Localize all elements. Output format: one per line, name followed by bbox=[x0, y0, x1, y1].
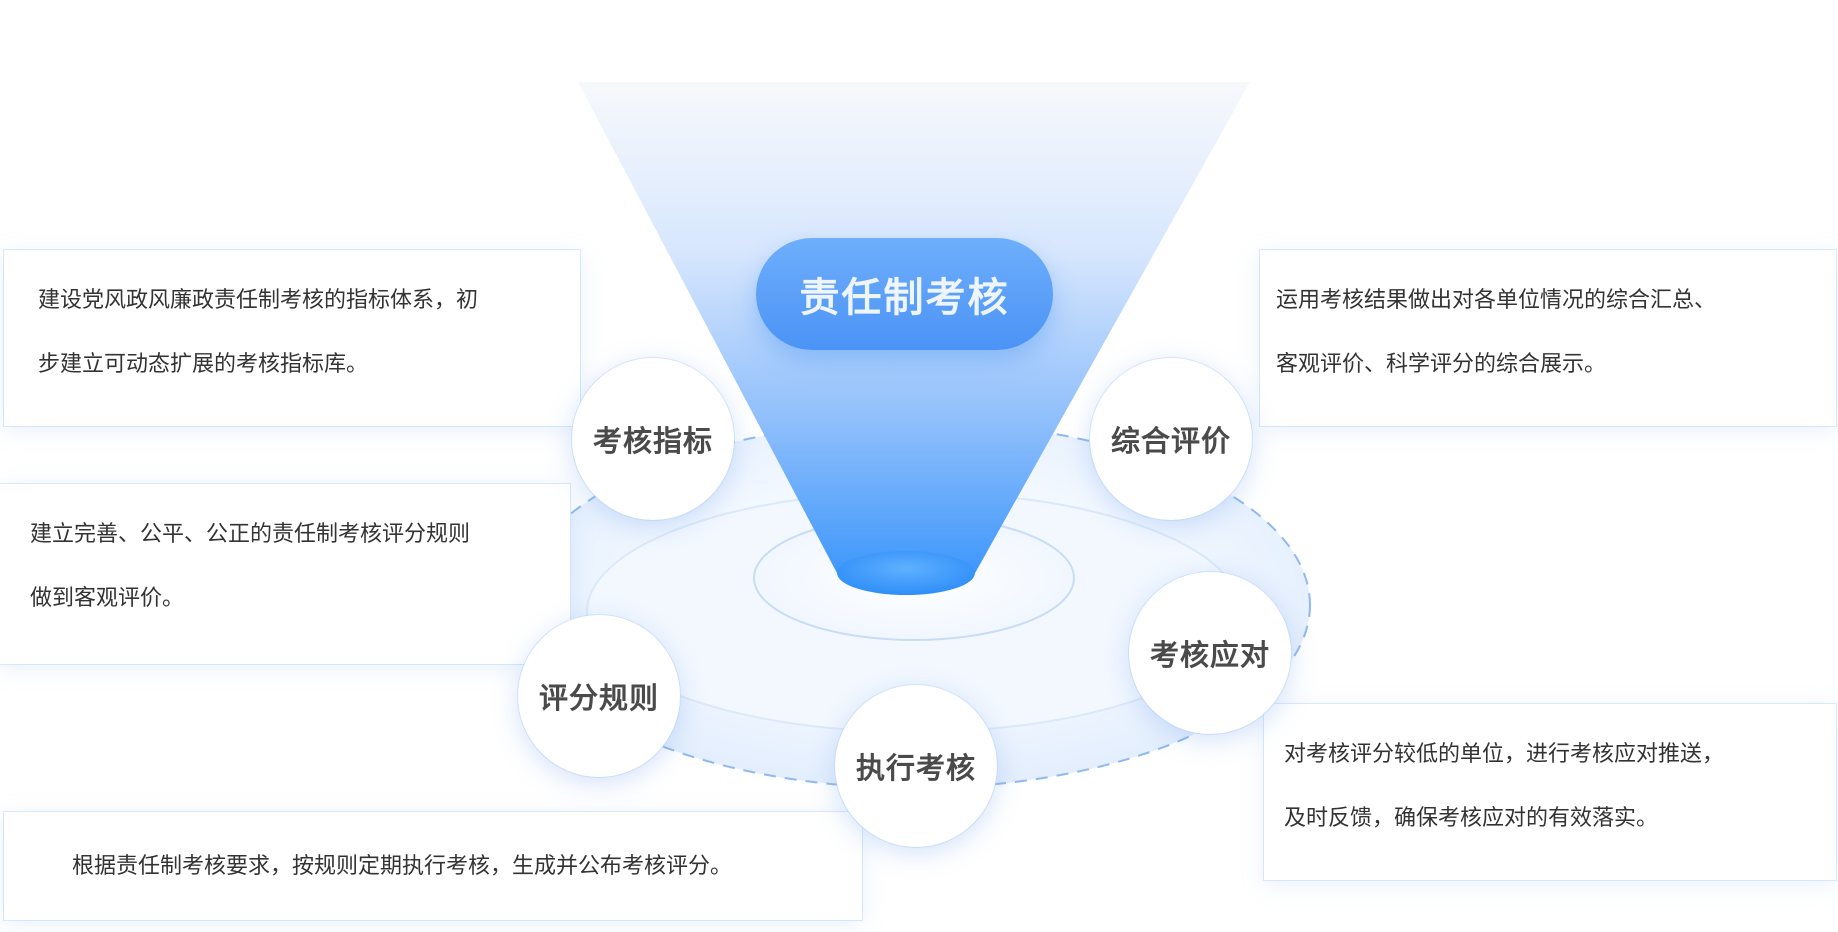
card-evaluation: 运用考核结果做出对各单位情况的综合汇总、 客观评价、科学评分的综合展示。 bbox=[1260, 250, 1836, 426]
card-response: 对考核评分较低的单位，进行考核应对推送， 及时反馈，确保考核应对的有效落实。 bbox=[1264, 704, 1836, 880]
node-scoring: 评分规则 bbox=[518, 615, 680, 777]
card-indicator-line2: 步建立可动态扩展的考核指标库。 bbox=[38, 351, 369, 376]
card-response-line2: 及时反馈，确保考核应对的有效落实。 bbox=[1284, 805, 1659, 830]
card-evaluation-line1: 运用考核结果做出对各单位情况的综合汇总、 bbox=[1276, 287, 1717, 312]
node-evaluation: 综合评价 bbox=[1090, 358, 1252, 520]
card-response-line1: 对考核评分较低的单位，进行考核应对推送， bbox=[1284, 741, 1725, 766]
funnel-base bbox=[837, 551, 975, 595]
card-execute-line1: 根据责任制考核要求，按规则定期执行考核，生成并公布考核评分。 bbox=[72, 853, 733, 878]
card-scoring-line2: 做到客观评价。 bbox=[30, 585, 185, 610]
card-evaluation-line2: 客观评价、科学评分的综合展示。 bbox=[1276, 351, 1607, 376]
diagram-title: 责任制考核 bbox=[756, 238, 1053, 350]
node-indicator: 考核指标 bbox=[572, 358, 734, 520]
card-indicator-line1: 建设党风政风廉政责任制考核的指标体系，初 bbox=[38, 287, 479, 312]
card-execute: 根据责任制考核要求，按规则定期执行考核，生成并公布考核评分。 bbox=[4, 812, 862, 920]
node-response: 考核应对 bbox=[1129, 572, 1291, 734]
node-execute: 执行考核 bbox=[835, 685, 997, 847]
card-scoring-line1: 建立完善、公平、公正的责任制考核评分规则 bbox=[30, 521, 471, 546]
card-scoring: 建立完善、公平、公正的责任制考核评分规则 做到客观评价。 bbox=[0, 484, 570, 664]
card-indicator: 建设党风政风廉政责任制考核的指标体系，初 步建立可动态扩展的考核指标库。 bbox=[4, 250, 580, 426]
